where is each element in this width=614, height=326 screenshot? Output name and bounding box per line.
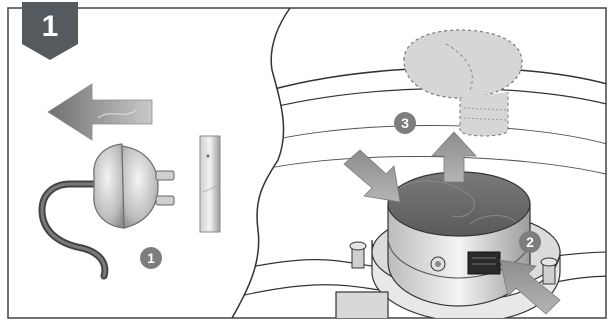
callout-1: 1: [140, 247, 162, 269]
callout-1-label: 1: [147, 250, 155, 266]
callout-2-label: 2: [526, 234, 534, 250]
callout-3: 3: [394, 112, 416, 134]
unit-connector: [468, 252, 500, 274]
screw-left: [350, 242, 366, 268]
callout-3-label: 3: [401, 115, 409, 131]
callout-2: 2: [519, 231, 541, 253]
screw-right: [541, 258, 557, 284]
wall-socket-icon: [200, 136, 220, 232]
step-number: 1: [42, 10, 59, 43]
terminal-block: [336, 292, 388, 322]
